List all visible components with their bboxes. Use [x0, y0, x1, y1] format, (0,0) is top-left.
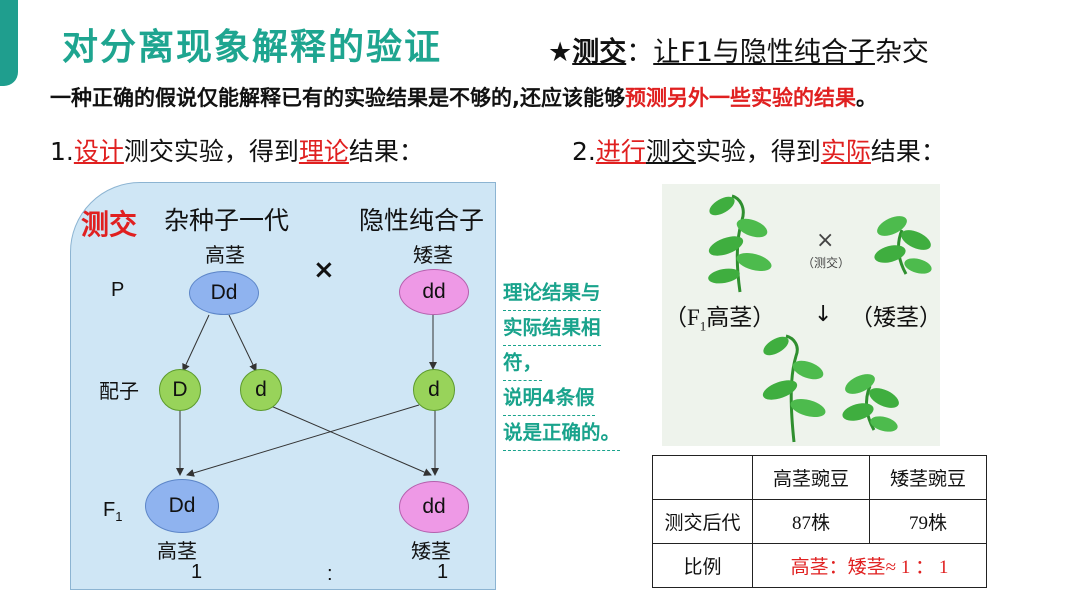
note-line: 实际结果相 — [503, 311, 601, 346]
table-ratio-value: 高茎：矮茎≈ 1 ： 1 — [752, 543, 987, 588]
diagram-label: 测交 — [81, 208, 138, 241]
table-header-tall: 高茎豌豆 — [752, 455, 870, 500]
page-title: 对分离现象解释的验证 — [62, 27, 443, 68]
row-label-f1: F1 — [103, 499, 122, 524]
offspring-tall-plant-icon — [762, 334, 826, 443]
diagram-arrows — [176, 314, 439, 477]
short-pea-plant-icon — [874, 216, 932, 275]
short-plant-label: （矮茎） — [850, 305, 942, 330]
left-phenotype-top: 高茎 — [205, 243, 245, 267]
definition-colon: ： — [626, 37, 654, 68]
intro-plain: 一种正确的假说仅能解释已有的实验结果是不够的,还应该能够 — [50, 86, 625, 110]
step-verb: 进行 — [595, 137, 646, 166]
note-line: 理论结果与 — [503, 276, 601, 311]
definition-underlined: 让F1与隐性纯合子 — [653, 37, 875, 68]
step-number: 1. — [50, 137, 74, 166]
intro-sentence: 一种正确的假说仅能解释已有的实验结果是不够的,还应该能够预测另外一些实验的结果。 — [50, 82, 877, 112]
tall-label-sub: 1 — [699, 318, 707, 334]
note-line: 说明4条假 — [503, 381, 595, 416]
arrow-d-to-f1-dd — [263, 402, 432, 476]
step-middle: 实验，得到 — [173, 137, 299, 166]
gamete-d-left: d — [240, 369, 282, 411]
note-line: 符， — [503, 346, 543, 381]
plants-cross-symbol: × — [816, 228, 835, 253]
right-phenotype-bottom: 矮茎 — [411, 539, 451, 563]
table-row: 测交后代 87株 79株 — [652, 499, 987, 544]
step-two-heading: 2.进行测交实验，得到实际结果： — [572, 132, 946, 168]
parent-genotype-Dd: Dd — [189, 271, 259, 315]
arrow-d-to-f1-Dd — [186, 404, 420, 477]
ratio-colon: : — [327, 563, 333, 585]
table-corner-cell — [652, 455, 753, 500]
step-result-kind: 实际 — [820, 137, 871, 166]
right-parent-title: 隐性纯合子 — [359, 206, 485, 235]
cross-symbol: × — [313, 255, 335, 285]
offspring-short-plant-icon — [842, 374, 899, 432]
tall-plant-label: （F1高茎） — [664, 298, 775, 335]
table-row-label-offspring: 测交后代 — [652, 499, 753, 544]
table-count-tall: 87株 — [752, 499, 870, 544]
table-row-label-ratio: 比例 — [652, 543, 753, 588]
gamete-d-right: d — [413, 369, 455, 411]
intro-end: 。 — [855, 86, 877, 110]
ratio-right: 1 — [437, 561, 449, 583]
pea-plants-svg — [708, 194, 932, 443]
tall-label-start: （F — [664, 305, 700, 330]
note-line: 说是正确的。 — [503, 416, 621, 451]
arrow-Dd-to-d — [228, 314, 257, 372]
plants-cross-note: （测交） — [802, 256, 851, 270]
pea-plant-illustration: × （测交） （F1高茎） ↓ （矮茎） — [662, 184, 942, 446]
tall-label-end: 高茎） — [706, 305, 776, 330]
offspring-genotype-Dd: Dd — [145, 479, 219, 533]
step-term: 测交 — [123, 137, 174, 166]
parent-genotype-dd: dd — [399, 269, 469, 315]
results-table: 高茎豌豆 矮茎豌豆 测交后代 87株 79株 比例 高茎：矮茎≈ 1 ： 1 — [652, 455, 987, 588]
table-count-short: 79株 — [869, 499, 987, 544]
row-label-gamete: 配子 — [99, 379, 139, 403]
table-row: 比例 高茎：矮茎≈ 1 ： 1 — [652, 543, 987, 588]
row-label-p: P — [111, 279, 125, 301]
step-result-kind: 理论 — [298, 137, 349, 166]
left-parent-title: 杂种子一代 — [164, 206, 290, 235]
accent-bar — [0, 0, 18, 86]
offspring-genotype-dd: dd — [399, 481, 469, 533]
tall-pea-plant-icon — [708, 194, 772, 293]
star-icon: ★ — [548, 37, 573, 68]
table-header-short: 矮茎豌豆 — [869, 455, 987, 500]
test-cross-definition: ★测交：让F1与隐性纯合子杂交 — [548, 30, 929, 69]
step-number: 2. — [572, 137, 596, 166]
down-arrow-icon: ↓ — [814, 302, 833, 327]
step-end: 结果： — [870, 137, 946, 166]
conclusion-note: 理论结果与 实际结果相 符， 说明4条假 说是正确的。 — [503, 276, 673, 451]
row-f: F — [103, 499, 116, 521]
step-middle: 实验，得到 — [695, 137, 821, 166]
right-phenotype-top: 矮茎 — [413, 243, 453, 267]
row-f-sub: 1 — [115, 509, 123, 524]
intro-highlight: 预测另外一些实验的结果 — [624, 86, 856, 110]
ratio-left: 1 — [191, 561, 203, 583]
arrow-Dd-to-D — [182, 314, 210, 372]
step-one-heading: 1.设计测交实验，得到理论结果： — [50, 132, 424, 168]
step-verb: 设计 — [73, 137, 124, 166]
gamete-D: D — [159, 369, 201, 411]
table-row: 高茎豌豆 矮茎豌豆 — [652, 455, 987, 500]
test-cross-term: 测交 — [572, 37, 627, 68]
definition-rest: 杂交 — [874, 37, 929, 68]
step-term: 测交 — [645, 137, 696, 166]
step-end: 结果： — [348, 137, 424, 166]
left-phenotype-bottom: 高茎 — [157, 539, 197, 563]
test-cross-diagram: 测交 杂种子一代 隐性纯合子 高茎 矮茎 × P Dd dd 配子 D d d … — [70, 182, 496, 590]
